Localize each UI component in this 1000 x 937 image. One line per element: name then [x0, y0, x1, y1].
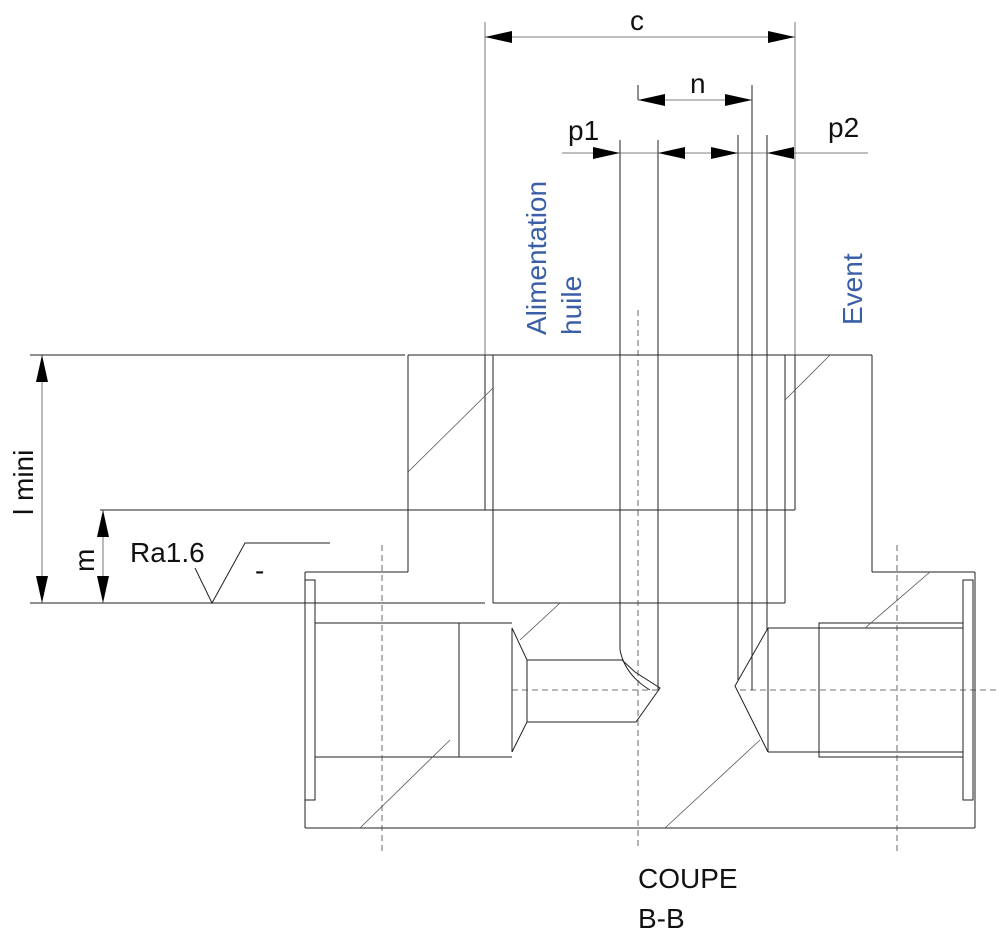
dimension-c: c	[484, 5, 796, 355]
roughness-symbol: Ra1.6 -	[130, 537, 330, 605]
dimension-p1-p2: p1 p2	[562, 112, 868, 159]
oil-supply-label-line2: huile	[556, 276, 587, 335]
centerlines	[381, 310, 1000, 855]
lower-body	[304, 571, 976, 829]
dimension-m: m	[69, 510, 109, 603]
section-label-line1: COUPE	[638, 863, 738, 894]
dim-p2-label: p2	[828, 112, 859, 143]
roughness-tail: -	[255, 555, 264, 586]
dim-l-mini-label: l mini	[8, 450, 39, 515]
oil-supply-label-line1: Alimentation	[521, 181, 552, 335]
dim-p1-label: p1	[568, 115, 599, 146]
dim-m-label: m	[69, 549, 100, 572]
dimension-l-mini: l mini	[8, 355, 48, 603]
dimension-n: n	[638, 68, 752, 106]
dim-c-label: c	[630, 5, 644, 36]
roughness-value: Ra1.6	[130, 537, 205, 568]
dim-n-label: n	[690, 68, 706, 99]
section-label-line2: B-B	[638, 903, 685, 934]
section-label: COUPE B-B	[638, 863, 738, 934]
vent-label: Event	[837, 253, 868, 325]
annotations: Alimentation huile Event	[521, 181, 868, 335]
oil-passages	[619, 85, 768, 691]
